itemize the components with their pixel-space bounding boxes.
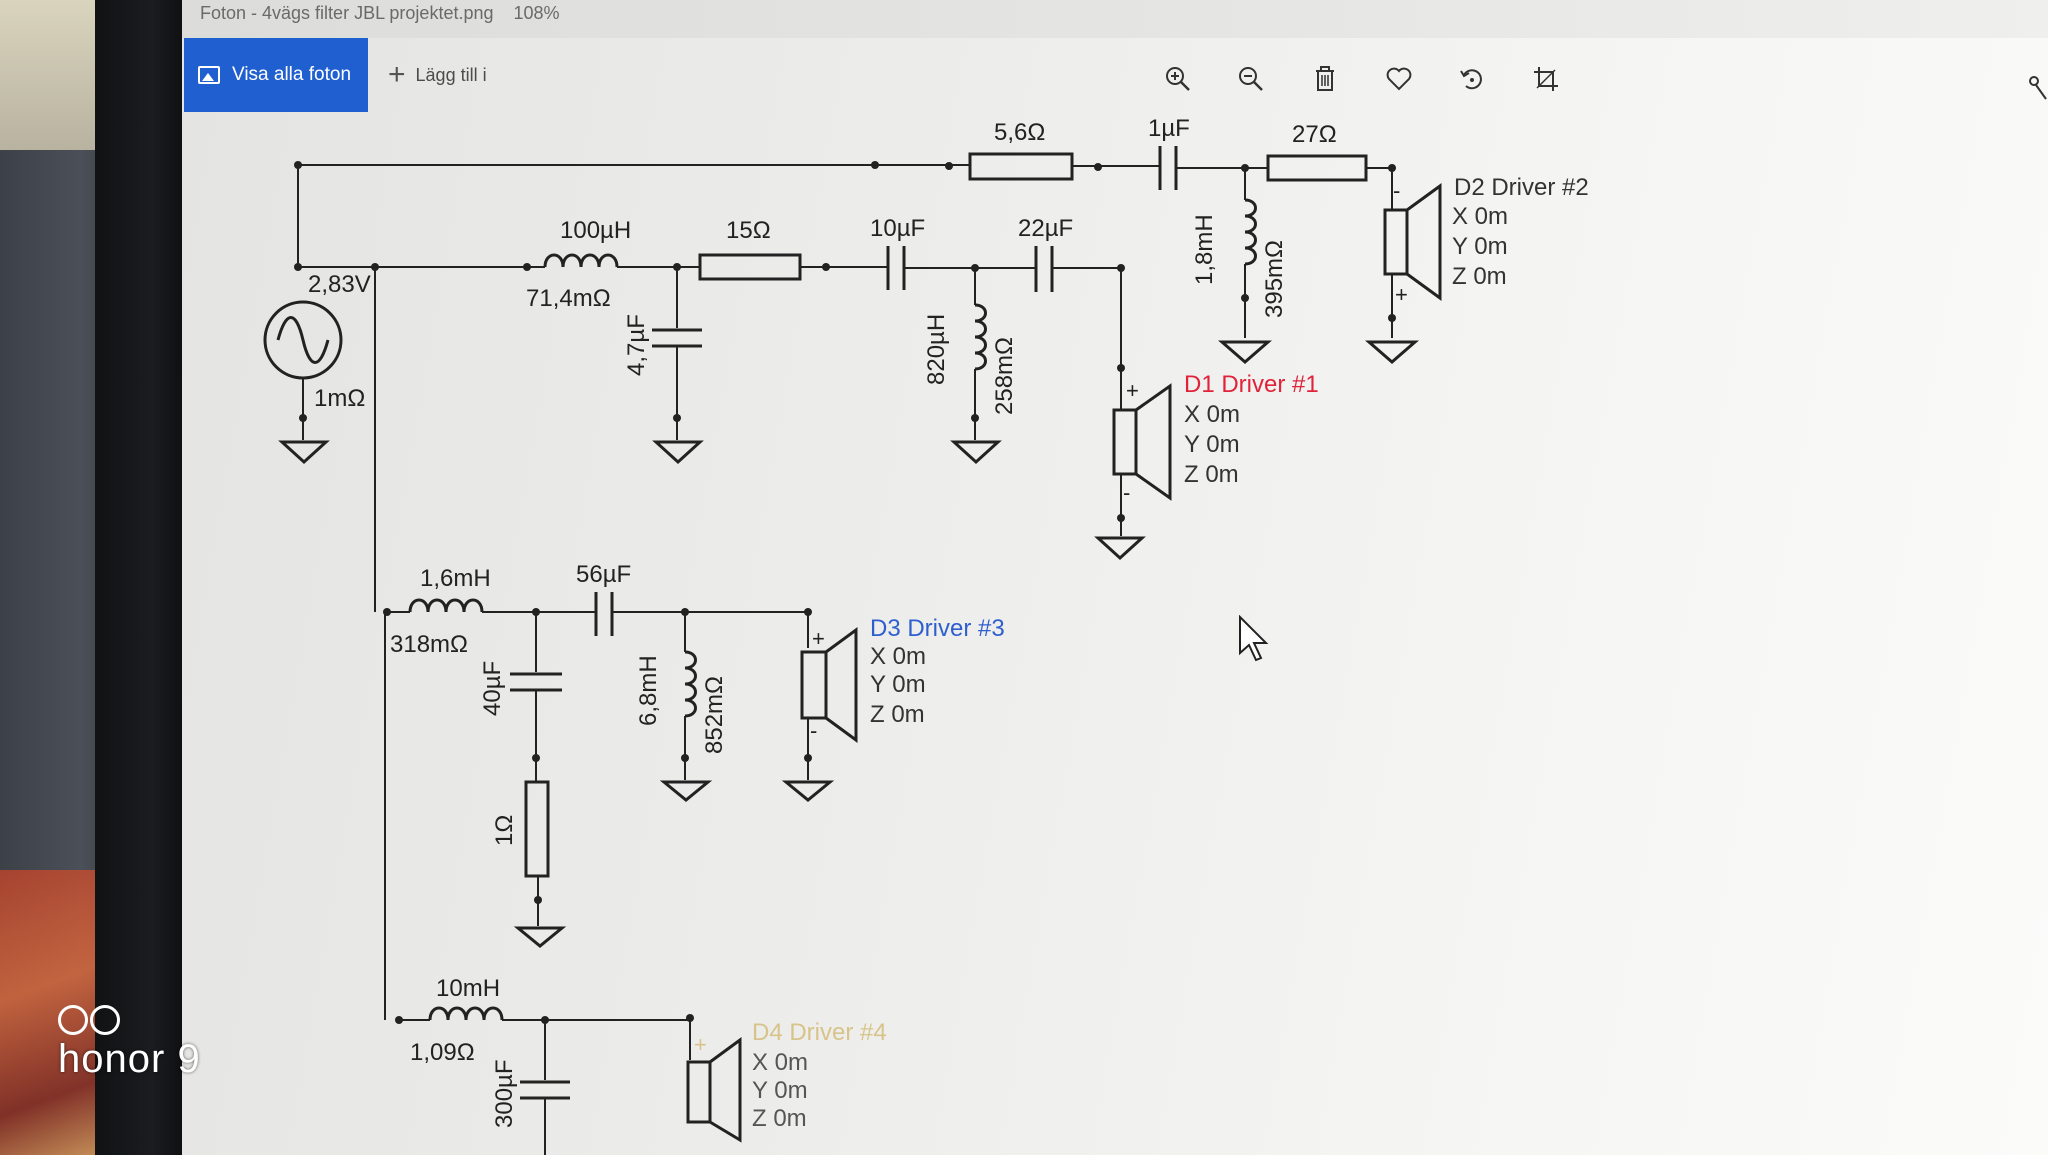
label-resistor-1: 1Ω	[491, 815, 518, 846]
trash-icon[interactable]	[1308, 62, 1342, 96]
ground-icon	[659, 780, 713, 802]
driver-d3-y: Y 0m	[870, 671, 926, 698]
resistor-27	[1266, 154, 1368, 182]
crop-icon[interactable]	[1529, 62, 1563, 96]
window-title: Foton - 4vägs filter JBL projektet.png 1…	[200, 3, 560, 24]
label-capacitor-56uf: 56µF	[576, 561, 631, 588]
speaker-d3-icon	[800, 650, 828, 720]
monitor-bezel	[95, 0, 190, 1155]
label-capacitor-4-7uf: 4,7µF	[623, 314, 650, 376]
resistor-5-6	[968, 152, 1074, 181]
photo-icon	[198, 66, 220, 84]
label-inductor-100uh: 100µH	[560, 217, 631, 244]
driver-d2-x: X 0m	[1452, 203, 1508, 230]
inductor-1-6mh	[408, 598, 484, 613]
driver-d4-y: Y 0m	[752, 1077, 808, 1104]
inductor-820uh	[974, 303, 987, 371]
driver-d1-y: Y 0m	[1184, 431, 1240, 458]
resistor-1	[524, 780, 550, 878]
heart-icon[interactable]	[1382, 62, 1416, 96]
rotate-icon[interactable]	[1455, 62, 1489, 96]
label-inductor-1-8mh: 1,8mH	[1191, 214, 1218, 285]
label-inductor-10mh-res: 1,09Ω	[410, 1039, 475, 1066]
inductor-1-8mh	[1244, 198, 1257, 266]
driver-d1-x: X 0m	[1184, 401, 1240, 428]
driver-d3-x: X 0m	[870, 643, 926, 670]
label-source-resistance: 1mΩ	[314, 385, 365, 412]
ground-icon	[513, 926, 567, 948]
speaker-d4-icon	[686, 1060, 712, 1124]
camera-watermark: honor 9	[58, 1005, 201, 1082]
add-to-label: Lägg till i	[415, 64, 487, 85]
driver-d2-name: D2 Driver #2	[1454, 174, 1589, 201]
view-all-photos-button[interactable]: Visa alla foton	[184, 38, 368, 112]
driver-d1-z: Z 0m	[1184, 461, 1239, 488]
inductor-100uh	[543, 253, 619, 268]
ground-icon	[781, 780, 835, 802]
label-inductor-6-8mh-res: 852mΩ	[701, 676, 728, 754]
driver-d4-x: X 0m	[752, 1049, 808, 1076]
svg-text:+: +	[1395, 282, 1408, 307]
label-source-voltage: 2,83V	[308, 271, 371, 298]
svg-text:-: -	[1123, 480, 1130, 505]
svg-text:+: +	[1126, 378, 1139, 403]
svg-text:+: +	[694, 1032, 707, 1057]
watermark-model: 9	[177, 1037, 201, 1081]
driver-d4-z: Z 0m	[752, 1105, 807, 1132]
edit-icon[interactable]	[2020, 70, 2048, 104]
ground-icon	[950, 440, 1002, 465]
driver-d4-name: D4 Driver #4	[752, 1019, 887, 1046]
label-capacitor-10uf: 10µF	[870, 215, 925, 242]
photos-app-window: Foton - 4vägs filter JBL projektet.png 1…	[182, 0, 2048, 1155]
label-inductor-1-8mh-res: 395mΩ	[1261, 240, 1288, 318]
ground-icon	[1094, 536, 1146, 561]
inductor-6-8mh	[684, 650, 697, 718]
window-title-text: Foton - 4vägs filter JBL projektet.png	[200, 3, 494, 23]
driver-d3-z: Z 0m	[870, 701, 925, 728]
label-resistor-5-6: 5,6Ω	[994, 119, 1045, 146]
label-capacitor-1uf: 1µF	[1148, 115, 1190, 142]
svg-text:-: -	[810, 718, 817, 743]
zoom-in-icon[interactable]	[1161, 62, 1195, 96]
title-bar: Foton - 4vägs filter JBL projektet.png 1…	[182, 0, 2048, 38]
speaker-d2-icon	[1383, 208, 1409, 276]
toolbar: Visa alla foton + Lägg till i	[182, 38, 2048, 112]
svg-text:-: -	[1393, 178, 1400, 203]
label-capacitor-22uf: 22µF	[1018, 215, 1073, 242]
label-capacitor-300uf: 300µF	[491, 1059, 518, 1128]
zoom-level: 108%	[513, 3, 560, 23]
label-inductor-6-8mh: 6,8mH	[635, 655, 662, 726]
inductor-10mh	[428, 1006, 504, 1021]
label-inductor-1-6mh-res: 318mΩ	[390, 631, 468, 658]
label-inductor-100uh-res: 71,4mΩ	[526, 285, 611, 312]
dual-camera-icon	[58, 1005, 201, 1035]
mouse-cursor-icon	[1239, 615, 1269, 662]
ground-icon	[1217, 340, 1273, 364]
label-inductor-820uh: 820µH	[923, 314, 950, 385]
label-resistor-27: 27Ω	[1292, 121, 1337, 148]
ground-icon	[652, 440, 704, 465]
driver-d2-z: Z 0m	[1452, 263, 1507, 290]
speaker-d1-icon	[1112, 408, 1138, 476]
label-inductor-820uh-res: 258mΩ	[991, 337, 1018, 415]
label-inductor-10mh: 10mH	[436, 975, 500, 1002]
svg-text:+: +	[812, 626, 825, 651]
label-inductor-1-6mh: 1,6mH	[420, 565, 491, 592]
ground-icon	[278, 440, 330, 465]
driver-d1-name: D1 Driver #1	[1184, 371, 1319, 398]
ground-icon	[1364, 340, 1420, 364]
label-capacitor-40uf: 40µF	[479, 661, 506, 716]
view-all-label: Visa alla foton	[232, 64, 352, 85]
driver-d3-name: D3 Driver #3	[870, 615, 1005, 642]
plus-icon: +	[388, 58, 406, 91]
label-resistor-15: 15Ω	[726, 217, 771, 244]
resistor-15	[698, 253, 802, 281]
watermark-brand: honor	[58, 1037, 166, 1081]
driver-d2-y: Y 0m	[1452, 233, 1508, 260]
photo-wall	[0, 0, 110, 150]
zoom-out-icon[interactable]	[1234, 62, 1268, 96]
add-to-button[interactable]: + Lägg till i	[388, 38, 487, 112]
